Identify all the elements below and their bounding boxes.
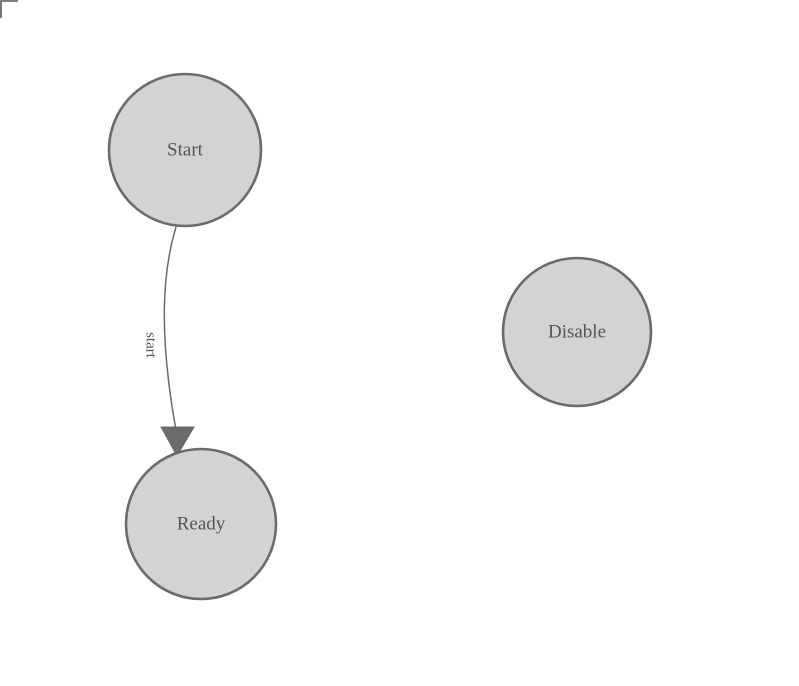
state-node-ready[interactable]: Ready xyxy=(124,447,278,601)
corner-bracket-icon xyxy=(0,0,18,18)
state-node-ready-circle xyxy=(124,447,278,601)
state-node-disable-label: Disable xyxy=(548,321,606,342)
edge-start-to-ready[interactable]: start xyxy=(143,226,195,458)
state-node-ready-label: Ready xyxy=(177,513,226,534)
state-node-disable[interactable]: Disable xyxy=(501,256,653,408)
edge-line xyxy=(163,226,177,431)
edge-label-start: start xyxy=(143,332,159,359)
state-node-start-circle xyxy=(107,72,263,228)
state-node-disable-circle xyxy=(501,256,653,408)
state-node-start[interactable]: Start xyxy=(107,72,263,228)
arrowhead-icon xyxy=(160,426,195,458)
state-node-start-label: Start xyxy=(167,139,204,160)
